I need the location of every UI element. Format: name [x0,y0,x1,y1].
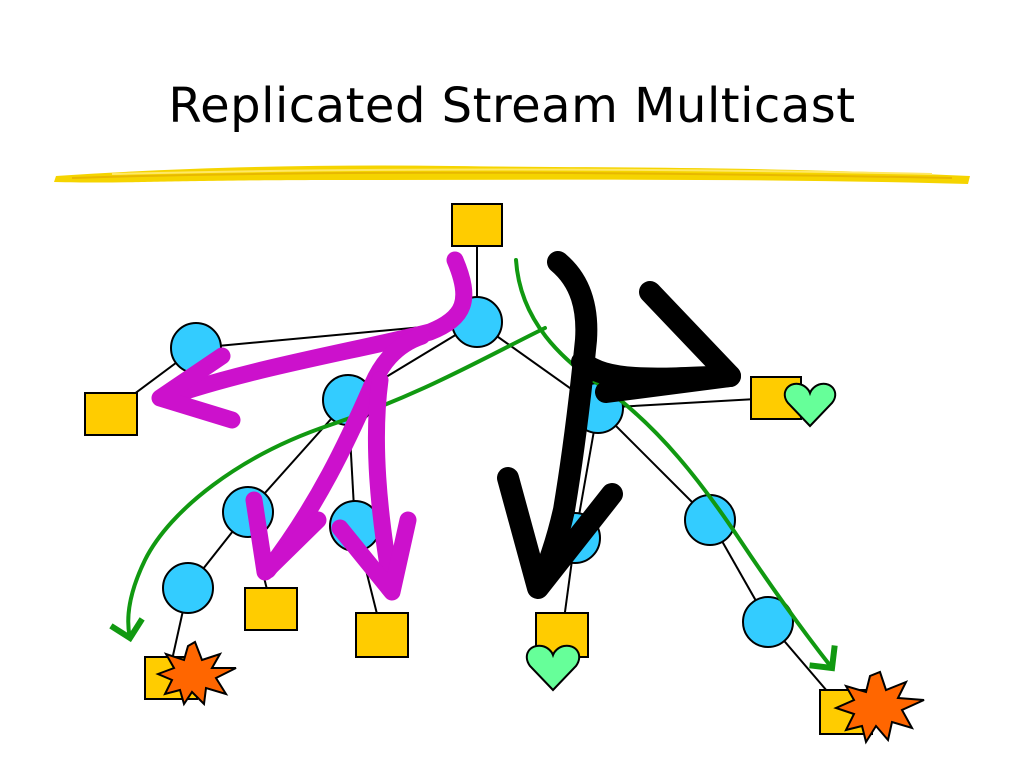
hosts [84,203,873,735]
burst-icon [155,640,237,707]
source-host [451,203,503,247]
router-node [162,562,214,614]
burst-icon [833,670,925,745]
heart-icon [525,644,581,692]
stream-magenta-branch-a-head [245,491,327,581]
heart-icon [783,382,837,428]
host-node [355,612,409,658]
stream-black-trunk [529,251,598,596]
stream-black-down-head [497,467,623,599]
stream-magenta-branch-a [259,327,431,579]
stream-black [497,251,741,599]
stream-magenta-branch-b-head [331,511,417,601]
stream-black-right-head [595,281,741,403]
host-node [84,392,138,436]
title-underline [54,165,970,184]
router-node [742,596,794,648]
slide-title: Replicated Stream Multicast [168,78,856,134]
host-node [244,587,298,631]
stream-magenta [151,251,473,601]
stream-green [109,258,838,672]
stream-green-left [109,326,547,643]
stream-magenta-left-head [151,347,241,429]
link [597,407,711,521]
stream-magenta-branch-b [367,371,401,599]
stream-green-right [514,258,838,672]
